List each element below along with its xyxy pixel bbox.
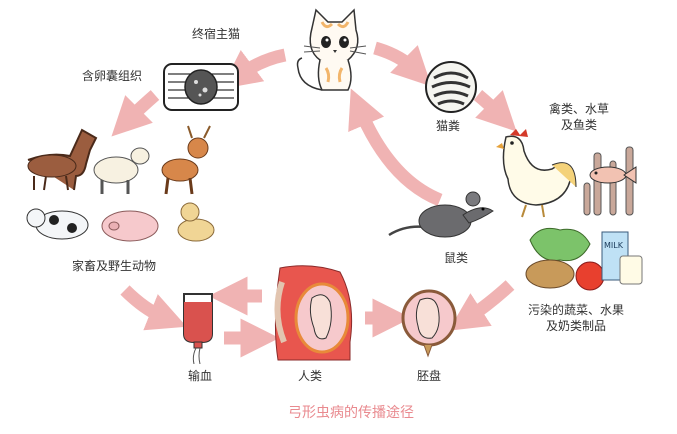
transfusion-label: 输血 xyxy=(188,369,213,383)
arrow-cat-to-tissue xyxy=(221,48,287,90)
tissue-node xyxy=(162,62,240,112)
cat-icon xyxy=(296,8,367,91)
fetus-placenta-icon xyxy=(401,289,457,358)
diagram-title: 弓形虫病的传播途径 xyxy=(288,405,414,421)
food-label: 污染的蔬菜、水果 及奶类制品 xyxy=(528,303,625,333)
tissue-cyst-icon xyxy=(163,63,239,111)
placenta-label: 胚盘 xyxy=(417,369,442,383)
human-node xyxy=(270,262,360,362)
chicken-fish-icon xyxy=(496,129,637,218)
arrow-food-to-placenta xyxy=(448,280,515,331)
arrow-livestock-to-blood xyxy=(120,285,187,331)
pregnant-woman-icon xyxy=(274,265,353,361)
arrow-rodent-to-cat xyxy=(348,88,443,207)
oocyst-icon xyxy=(425,61,477,113)
food-node: MILK xyxy=(520,220,645,292)
feces-node xyxy=(424,60,478,114)
rodent-node xyxy=(385,185,500,245)
arrow-feces-to-poultry xyxy=(473,90,517,132)
rodent-label: 鼠类 xyxy=(444,251,469,265)
cat-node xyxy=(292,8,372,103)
vegetables-milk-icon: MILK xyxy=(525,227,643,291)
poultry-label: 禽类、水草 及鱼类 xyxy=(549,102,610,132)
arrow-cat-to-feces xyxy=(373,41,432,87)
tissue-label: 含卵囊组织 xyxy=(82,69,143,83)
mouse-icon xyxy=(388,191,494,238)
cat-label: 终宿主猫 xyxy=(192,27,241,41)
livestock-node xyxy=(20,120,220,250)
livestock-label: 家畜及野生动物 xyxy=(72,259,157,273)
blood-bag-icon xyxy=(183,293,213,365)
arrow-tissue-to-livestock xyxy=(111,90,160,137)
transfusion-node xyxy=(178,284,218,365)
feces-label: 猫粪 xyxy=(436,119,461,133)
poultry-node xyxy=(492,125,642,220)
human-label: 人类 xyxy=(298,369,323,383)
placenta-node xyxy=(400,288,458,358)
livestock-icon xyxy=(26,125,215,242)
milk-text: MILK xyxy=(604,241,624,250)
